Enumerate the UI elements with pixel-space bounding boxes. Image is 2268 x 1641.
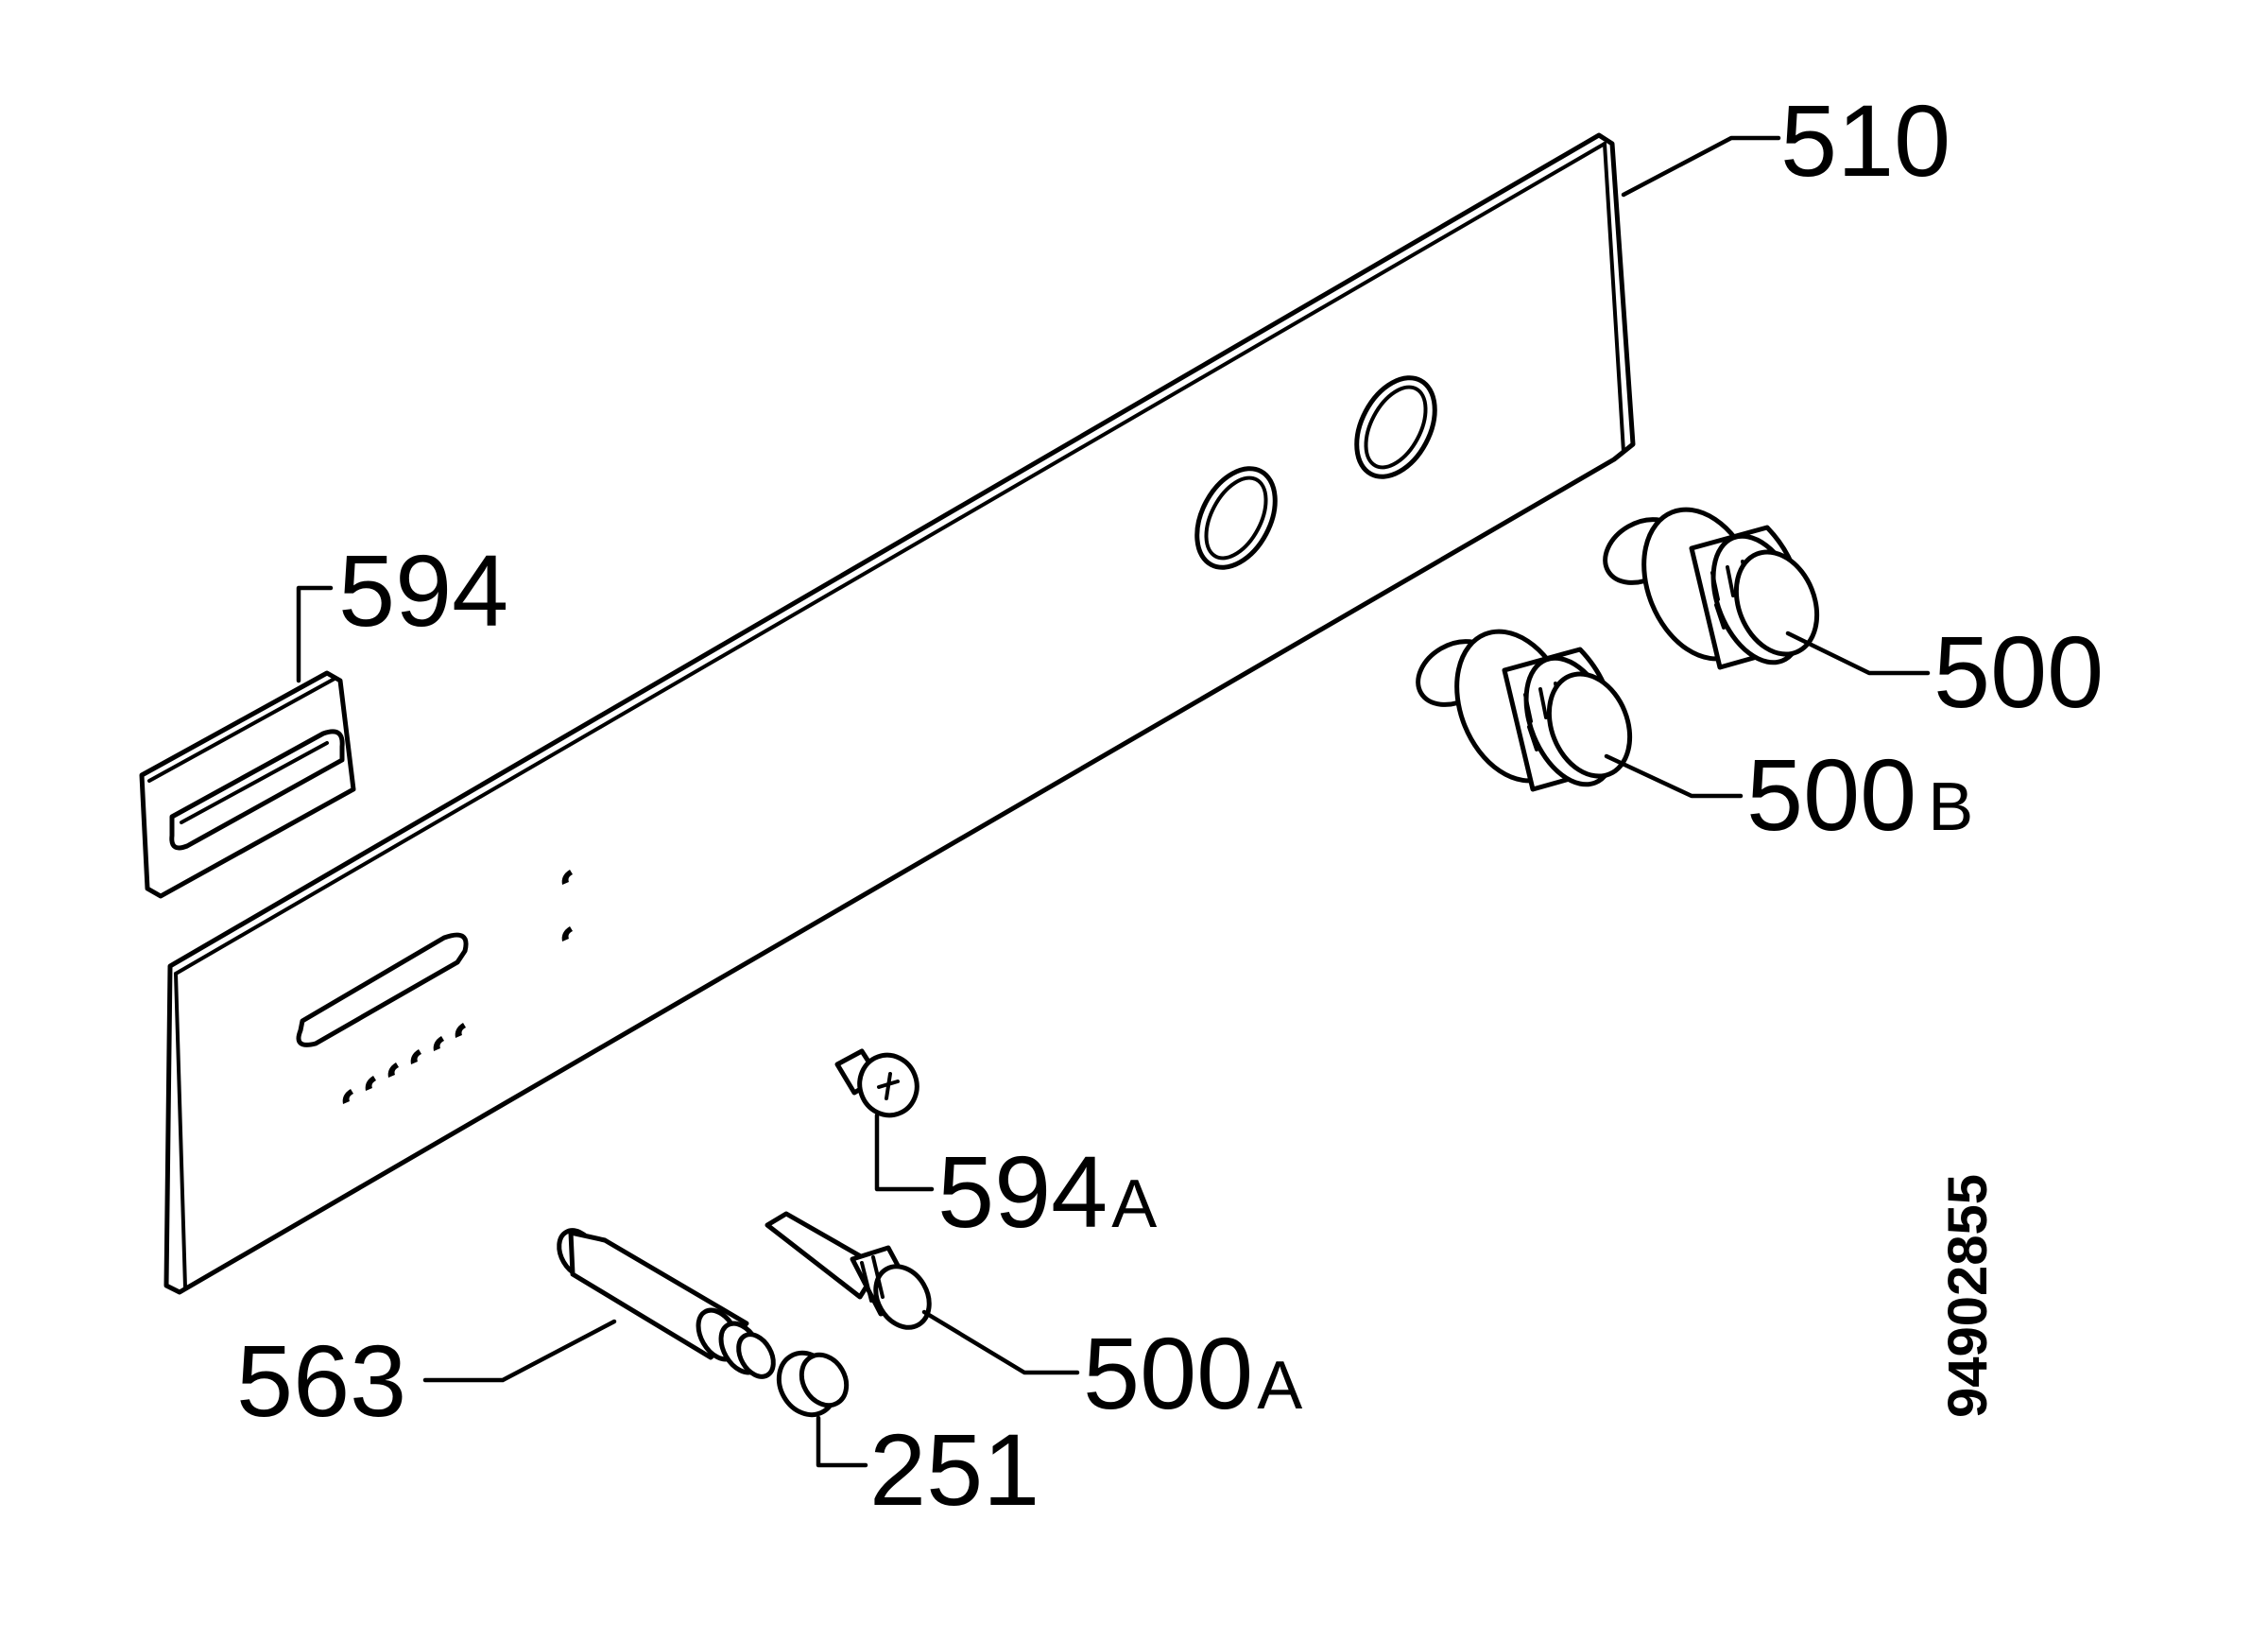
cap-251 <box>776 1350 850 1418</box>
panel-display-window <box>296 932 469 1047</box>
knob-500 <box>1603 507 1820 670</box>
leader-563 <box>422 1319 617 1383</box>
leader-lines <box>296 135 1931 1468</box>
badge-594 <box>139 670 356 899</box>
clip-594a <box>834 1048 919 1118</box>
label-500a-number: 500 <box>1083 1316 1253 1430</box>
panel-knob-hole <box>1194 466 1278 570</box>
label-251: 251 <box>869 1412 1040 1527</box>
label-594a-suffix: A <box>1111 1166 1157 1242</box>
label-594a: 594A <box>937 1134 1157 1249</box>
label-563: 563 <box>236 1323 406 1438</box>
panel-knob-hole <box>1354 375 1437 479</box>
shaft-563 <box>557 1228 776 1379</box>
label-594: 594 <box>338 533 508 648</box>
control-panel-510 <box>163 132 1636 1295</box>
panel-indicator-slots <box>342 870 573 1104</box>
leader-500a <box>921 1309 1080 1375</box>
label-594a-number: 594 <box>937 1134 1108 1249</box>
leader-594 <box>296 585 334 683</box>
leader-500b <box>1604 753 1744 799</box>
leader-594a <box>874 1113 935 1192</box>
label-500b-suffix: B <box>1928 769 1973 845</box>
label-500b-number: 500 <box>1746 737 1916 852</box>
label-500: 500 <box>1933 614 2104 729</box>
spindle-500a <box>765 1211 932 1330</box>
label-510: 510 <box>1780 83 1950 198</box>
leader-500 <box>1785 630 1931 676</box>
label-500a: 500A <box>1083 1316 1302 1430</box>
knob-500b <box>1416 629 1633 792</box>
leader-510 <box>1621 135 1781 198</box>
leader-251 <box>816 1415 868 1468</box>
document-number: 94902855 <box>1937 1174 1999 1418</box>
label-500a-suffix: A <box>1257 1348 1302 1424</box>
